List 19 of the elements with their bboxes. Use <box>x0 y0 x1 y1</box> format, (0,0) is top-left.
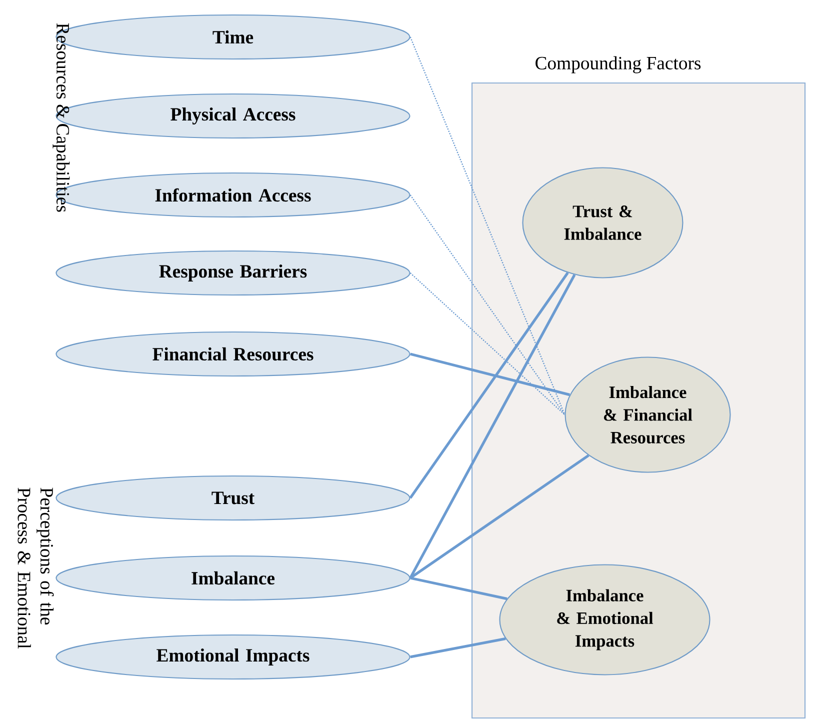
connector-line <box>409 272 569 499</box>
connector-line <box>410 454 590 580</box>
ellipse-node: Imbalance <box>56 555 410 601</box>
side-label: Perceptions of the Process & Emotional <box>18 488 54 649</box>
ellipse-node: Trust & Imbalance <box>522 167 684 278</box>
connector-line <box>410 194 566 416</box>
ellipse-node: Imbalance & Emotional Impacts <box>499 564 710 676</box>
connector-line <box>410 36 566 415</box>
ellipse-node: Response Barriers <box>56 250 410 296</box>
ellipse-node: Imbalance & Financial Resources <box>564 356 731 473</box>
connector-line <box>410 272 566 416</box>
connector-line <box>409 274 576 579</box>
node-label: Compounding Factors <box>536 56 701 74</box>
connector-line <box>410 352 570 396</box>
connector-line <box>410 637 506 658</box>
ellipse-node: Trust <box>56 475 410 521</box>
ellipse-node: Emotional Impacts <box>56 634 410 680</box>
ellipse-node: Financial Resources <box>56 331 410 377</box>
connector-line <box>410 576 508 600</box>
